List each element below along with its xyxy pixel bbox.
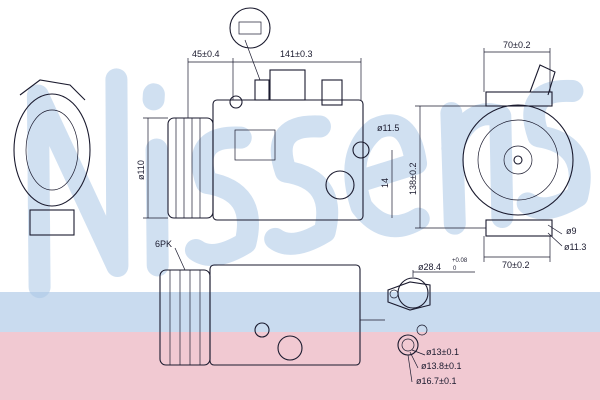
dim-45: 45±0.4 [192, 49, 219, 59]
dim-28-4-tol-lower: 0 [453, 266, 457, 272]
dim-141: 141±0.3 [280, 49, 312, 59]
dim-16-7: ø16.7±0.1 [416, 376, 456, 386]
dim-138: 138±0.2 [408, 163, 418, 195]
fitting-small [397, 324, 428, 383]
label-6pk: 6PK [155, 239, 172, 249]
dim-9: ø9 [566, 226, 577, 236]
right-end-view [415, 48, 574, 262]
dim-28-4: ø28.4 [418, 262, 441, 272]
dim-70-top: 70±0.2 [503, 40, 530, 50]
fitting-large [387, 270, 475, 311]
pink-band [0, 332, 600, 400]
dim-28-4-tol-upper: +0.08 [452, 258, 468, 264]
side-view-bottom [159, 247, 385, 366]
blue-band [0, 292, 600, 332]
dim-11-3: ø11.3 [564, 242, 586, 252]
dim-14: 14 [380, 178, 390, 188]
side-view-top [143, 7, 393, 221]
dim-70-bottom: 70±0.2 [502, 260, 529, 270]
left-end-view [13, 79, 91, 236]
dim-13: ø13±0.1 [426, 347, 459, 357]
dim-13-8: ø13.8±0.1 [421, 361, 461, 371]
dim-110: ø110 [136, 160, 146, 180]
dim-11-5: ø11.5 [377, 123, 399, 133]
